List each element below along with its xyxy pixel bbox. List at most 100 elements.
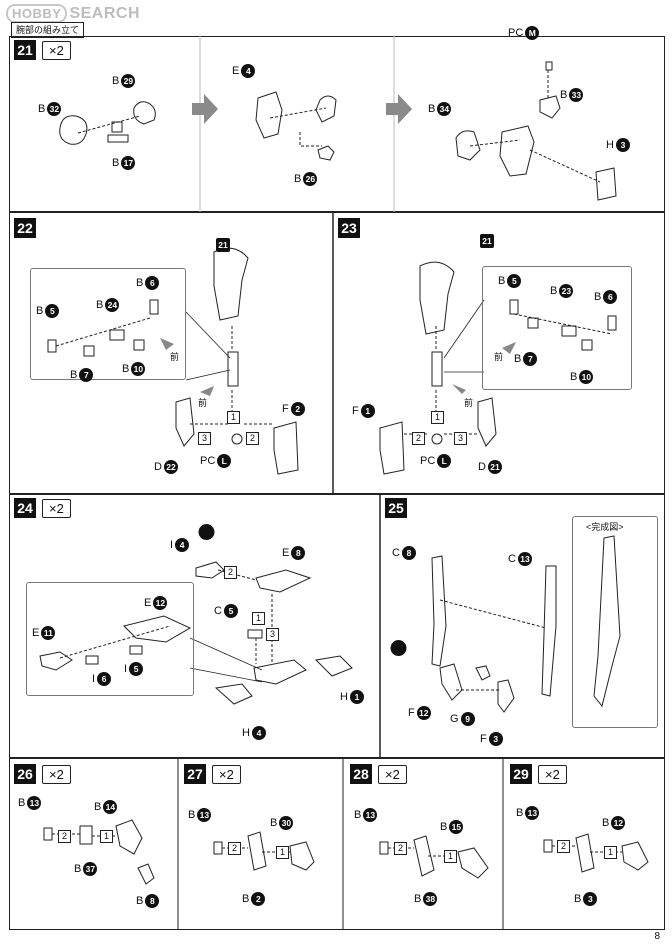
row-steps-22-23 [9, 212, 665, 494]
front-label: 前 [464, 398, 474, 408]
order-mark: 2 [224, 566, 237, 579]
order-mark: 1 [227, 411, 240, 424]
watermark-text: SEARCH [69, 5, 141, 22]
front-label: 前 [494, 352, 504, 362]
order-mark: 1 [276, 846, 289, 859]
times-two-badge: ×2 [42, 499, 71, 518]
front-label: 前 [170, 352, 180, 362]
order-mark: 2 [246, 432, 259, 445]
step-number-29: 29 [510, 764, 532, 784]
order-mark: 3 [454, 432, 467, 445]
times-two-badge: ×2 [42, 765, 71, 784]
order-mark: 1 [604, 846, 617, 859]
times-two-badge: ×2 [378, 765, 407, 784]
order-mark: 1 [431, 411, 444, 424]
order-mark: 3 [266, 628, 279, 641]
step-number-27: 27 [184, 764, 206, 784]
order-mark: 2 [228, 842, 241, 855]
step-number-21: 21 [14, 40, 36, 60]
page-number: 8 [654, 931, 660, 942]
row-steps-24-25 [9, 494, 665, 758]
sub-assembly-box [26, 582, 194, 696]
order-mark: 2 [58, 830, 71, 843]
section-title: 腕部の組み立て [11, 22, 85, 38]
sub-assembly-box [30, 268, 186, 380]
step-number-24: 24 [14, 498, 36, 518]
order-mark: 1 [444, 850, 457, 863]
sub-assembly-box [482, 266, 632, 390]
order-mark: 2 [557, 840, 570, 853]
row-steps-26-29 [9, 758, 665, 930]
step-number-25: 25 [385, 498, 407, 518]
row-step-21 [9, 36, 665, 212]
front-label: 前 [198, 398, 208, 408]
step-number-23: 23 [338, 218, 360, 238]
order-mark: 2 [394, 842, 407, 855]
step-number-22: 22 [14, 218, 36, 238]
order-mark: 1 [100, 830, 113, 843]
times-two-badge: ×2 [212, 765, 241, 784]
order-mark: 2 [412, 432, 425, 445]
step-number-28: 28 [350, 764, 372, 784]
step-number-26: 26 [14, 764, 36, 784]
completed-view-box [572, 516, 658, 728]
part-label: 21 [478, 234, 494, 249]
times-two-badge: ×2 [42, 41, 71, 60]
order-mark: 1 [252, 612, 265, 625]
times-two-badge: ×2 [538, 765, 567, 784]
part-label: 21 [214, 238, 230, 253]
order-mark: 3 [198, 432, 211, 445]
completed-view-label: <完成図> [586, 522, 624, 532]
